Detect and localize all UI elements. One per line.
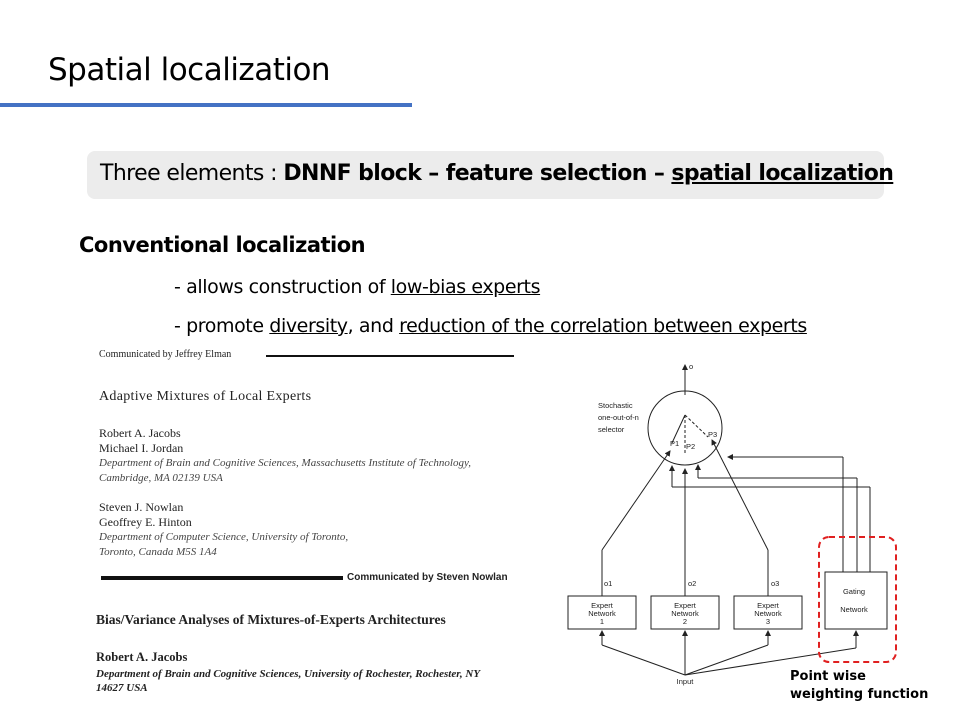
paper1-affiliation-b: Department of Computer Science, Universi… — [99, 530, 348, 560]
paper1-affiliation-a: Department of Brain and Cognitive Scienc… — [99, 456, 471, 486]
selector-line — [684, 414, 709, 438]
output-label: o — [689, 362, 693, 371]
expert-label: Network — [671, 609, 699, 618]
expert-label: Expert — [757, 601, 780, 610]
mixture-of-experts-diagram: o Stochastic one-out-of-n selector P1 P2… — [567, 362, 897, 686]
author-name: Michael I. Jordan — [99, 441, 184, 455]
paper1-authors-b: Steven J. Nowlan Geoffrey E. Hinton — [99, 500, 192, 530]
selector-label: one-out-of-n — [598, 413, 639, 422]
paper1-title: Adaptive Mixtures of Local Experts — [99, 389, 312, 404]
bullet-2-underlined-a: diversity — [269, 315, 348, 337]
gating-label: Gating — [843, 587, 865, 596]
affiliation-line: Department of Computer Science, Universi… — [99, 531, 349, 543]
section-heading: Conventional localization — [79, 233, 366, 257]
selector-label: Stochastic — [598, 401, 633, 410]
note-line: Point wise — [790, 669, 866, 684]
paper2-rule — [101, 576, 343, 580]
affiliation-line: 14627 USA — [96, 682, 148, 694]
paper2-communicated: Communicated by Steven Nowlan — [347, 572, 508, 583]
title-underline — [0, 103, 412, 107]
weighting-function-note: Point wise weighting function — [790, 668, 928, 704]
gating-label: Network — [840, 605, 868, 614]
callout-bold: DNNF block – feature selection – — [283, 161, 672, 186]
gating-box — [824, 571, 888, 630]
bullet-2-underlined-b: reduction of the correlation between exp… — [399, 315, 807, 337]
o-label: o2 — [688, 579, 696, 588]
paper2-author: Robert A. Jacobs — [96, 650, 188, 664]
bullet-2: - promote diversity, and reduction of th… — [174, 315, 807, 337]
note-line: weighting function — [790, 687, 929, 702]
p-label: P3 — [708, 430, 717, 439]
author-name: Robert A. Jacobs — [99, 426, 181, 440]
page-title: Spatial localization — [48, 52, 331, 88]
highlight-box — [818, 536, 897, 663]
callout-emphasis: spatial localization — [671, 161, 894, 186]
expert-label: Network — [588, 609, 616, 618]
affiliation-line: Toronto, Canada M5S 1A4 — [99, 546, 217, 558]
bullet-2-mid: , and — [347, 315, 400, 337]
o-label: o1 — [604, 579, 612, 588]
expert-label: 3 — [766, 617, 770, 626]
affiliation-line: Cambridge, MA 02139 USA — [99, 472, 223, 484]
expert-label: 1 — [600, 617, 604, 626]
callout-text: Three elements : DNNF block – feature se… — [100, 161, 894, 186]
author-name: Steven J. Nowlan — [99, 500, 184, 514]
paper1-authors-a: Robert A. Jacobs Michael I. Jordan — [99, 426, 183, 456]
expert-label: 2 — [683, 617, 687, 626]
expert-label: Network — [754, 609, 782, 618]
callout-box — [87, 151, 884, 199]
p-label: P2 — [686, 442, 695, 451]
affiliation-line: Department of Brain and Cognitive Scienc… — [96, 668, 481, 680]
bullet-1-underlined: low-bias experts — [390, 276, 541, 298]
paper1-communicated: Communicated by Jeffrey Elman — [99, 349, 232, 360]
expert-label: Expert — [591, 601, 614, 610]
selector-label: selector — [598, 425, 625, 434]
paper1-rule — [266, 355, 514, 357]
callout-prefix: Three elements : — [100, 161, 284, 186]
o-label: o3 — [771, 579, 779, 588]
author-name: Geoffrey E. Hinton — [99, 515, 192, 529]
paper2-title: Bias/Variance Analyses of Mixtures-of-Ex… — [96, 612, 446, 627]
bullet-1-text: - allows construction of — [174, 276, 391, 298]
p-label: P1 — [670, 439, 679, 448]
bullet-2-text: - promote — [174, 315, 270, 337]
selector-line — [671, 414, 686, 444]
bullet-1: - allows construction of low-bias expert… — [174, 276, 540, 298]
expert-label: Expert — [674, 601, 697, 610]
input-label: Input — [677, 677, 695, 686]
selector-circle — [647, 390, 723, 466]
paper2-affiliation: Department of Brain and Cognitive Scienc… — [96, 667, 480, 695]
affiliation-line: Department of Brain and Cognitive Scienc… — [99, 457, 472, 469]
